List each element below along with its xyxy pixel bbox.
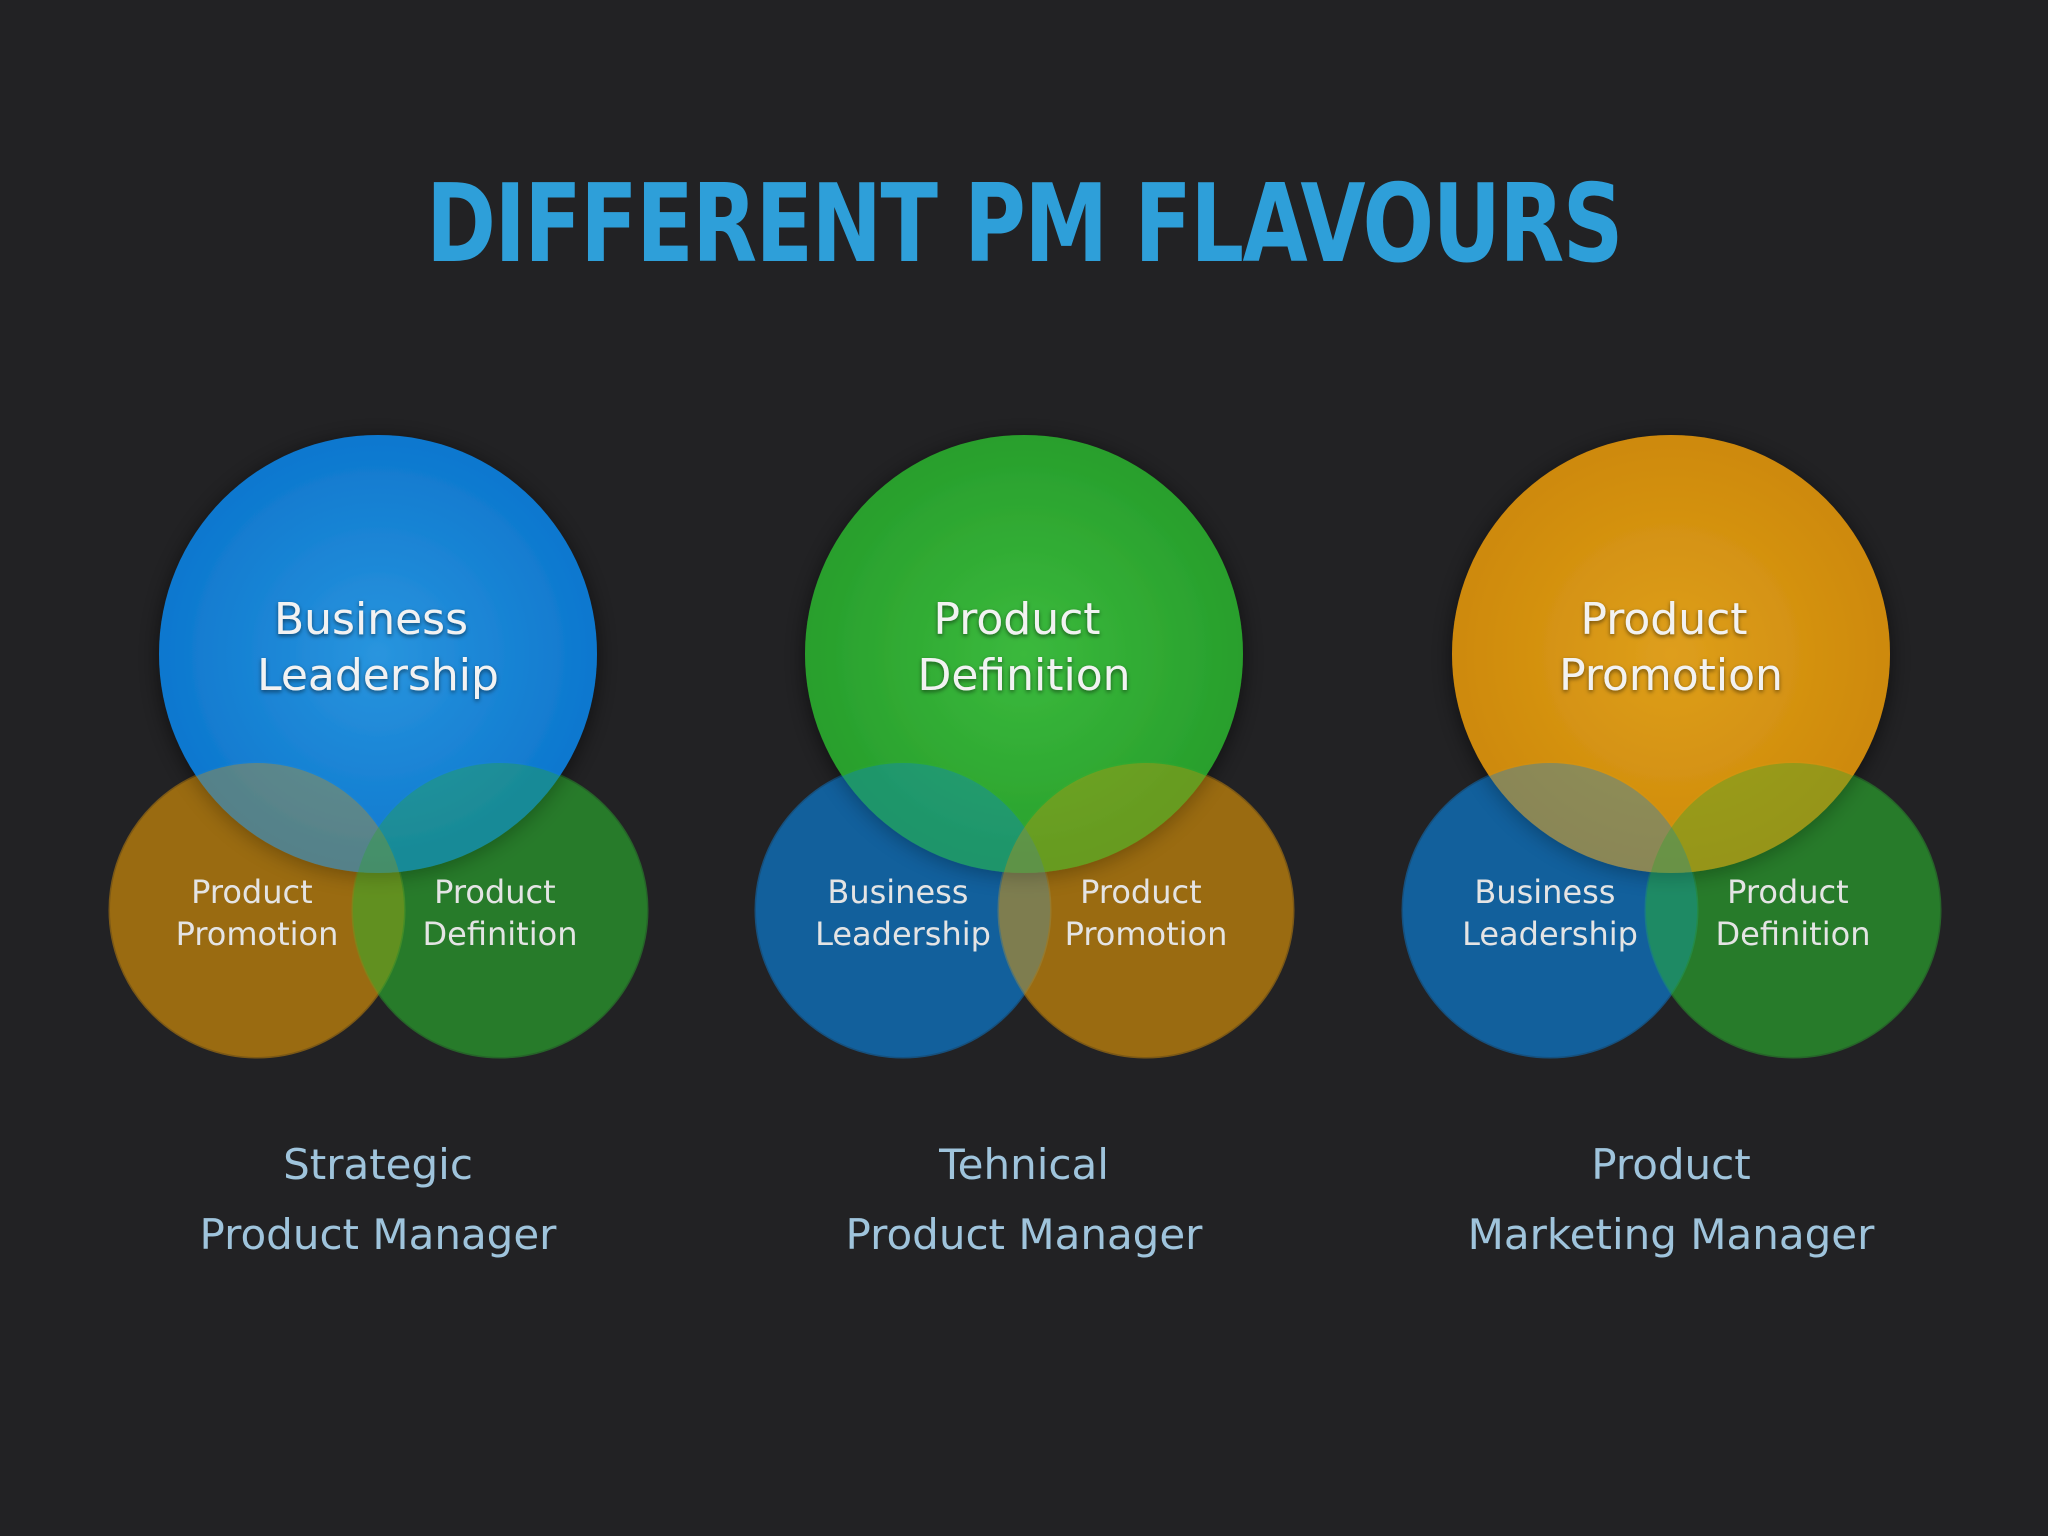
right-label-line1: Product <box>1727 873 1849 911</box>
svg-text:Product Promotion: Product Promotion <box>1559 594 1783 701</box>
main-label-line2: Promotion <box>1559 650 1783 701</box>
caption-technical: Tehnical Product Manager <box>744 1130 1304 1270</box>
page-title: DIFFERENT PM FLAVOURS <box>426 162 1623 287</box>
svg-text:Product Promotion: Product Promotion <box>1065 873 1228 953</box>
small-circle-right-overlay <box>999 763 1293 1057</box>
svg-text:Business Leadership: Business Leadership <box>257 594 499 701</box>
caption-line2: Product Manager <box>199 1210 557 1259</box>
left-label-line2: Leadership <box>1462 915 1638 953</box>
left-label-line2: Promotion <box>176 915 339 953</box>
svg-text:Product Definition: Product Definition <box>423 873 578 953</box>
small-circle-left-overlay <box>110 763 404 1057</box>
svg-text:Business Leadership: Business Leadership <box>1462 873 1638 953</box>
svg-text:Product Definition: Product Definition <box>917 594 1130 701</box>
venn-strategic: Business Leadership Product Promotion Pr… <box>108 435 649 1059</box>
main-circle <box>1452 435 1890 873</box>
right-label-line2: Definition <box>1716 915 1871 953</box>
caption-line1: Strategic <box>283 1140 473 1189</box>
right-label-line1: Product <box>434 873 556 911</box>
main-label-line2: Definition <box>917 650 1130 701</box>
caption-line2: Marketing Manager <box>1467 1210 1875 1259</box>
main-label-line1: Business <box>274 594 468 645</box>
svg-text:Business Leadership: Business Leadership <box>815 873 991 953</box>
svg-text:Product Definition: Product Definition <box>1716 873 1871 953</box>
main-label-line1: Product <box>933 594 1100 645</box>
venn-marketing: Product Promotion Business Leadership Pr… <box>1401 435 1942 1059</box>
small-circle-left-overlay <box>756 763 1050 1057</box>
small-circle-right-overlay <box>1646 763 1940 1057</box>
small-circle-left-overlay <box>1403 763 1697 1057</box>
left-label-line1: Product <box>191 873 313 911</box>
right-label-line2: Definition <box>423 915 578 953</box>
small-circle-right-overlay <box>353 763 647 1057</box>
caption-line1: Product <box>1591 1140 1751 1189</box>
left-label-line2: Leadership <box>815 915 991 953</box>
main-label-line2: Leadership <box>257 650 499 701</box>
svg-text:Product Promotion: Product Promotion <box>176 873 339 953</box>
main-circle <box>805 435 1243 873</box>
main-label-line1: Product <box>1580 594 1747 645</box>
caption-line2: Product Manager <box>845 1210 1203 1259</box>
venn-technical: Product Definition Business Leadership P… <box>754 435 1295 1059</box>
caption-strategic: Strategic Product Manager <box>98 1130 658 1270</box>
left-label-line1: Business <box>827 873 968 911</box>
main-circle <box>159 435 597 873</box>
caption-line1: Tehnical <box>939 1140 1109 1189</box>
caption-marketing: Product Marketing Manager <box>1391 1130 1951 1270</box>
left-label-line1: Business <box>1474 873 1615 911</box>
right-label-line2: Promotion <box>1065 915 1228 953</box>
right-label-line1: Product <box>1080 873 1202 911</box>
